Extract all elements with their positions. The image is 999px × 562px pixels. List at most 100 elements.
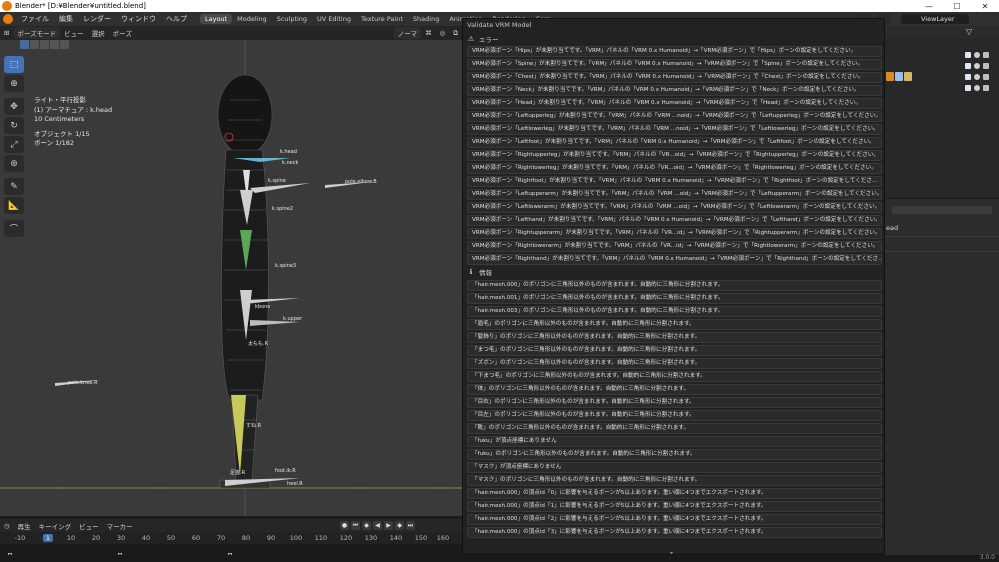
armature-icon[interactable] — [886, 72, 894, 81]
bone-label: k.neck — [282, 160, 298, 166]
cursor-tool-icon[interactable]: ⊕ — [4, 75, 24, 92]
pose-icon[interactable] — [895, 72, 903, 81]
select-mode-set-icon[interactable] — [20, 40, 29, 49]
select-mode-invert-icon[interactable] — [50, 40, 59, 49]
workspace-tab-texture-paint[interactable]: Texture Paint — [360, 15, 403, 23]
checkbox-icon[interactable] — [965, 63, 971, 69]
bone-icon[interactable] — [904, 72, 912, 81]
info-message-row: 「目右」のポリゴンに三角形以外のものが含まれます。自動的に三角形に分割されます。 — [467, 397, 882, 408]
bone-hip[interactable] — [245, 298, 300, 304]
info-message-row: 「fuku」が頂点座標にありません — [467, 436, 882, 447]
record-icon[interactable]: ● — [340, 521, 349, 530]
maximize-button[interactable]: ☐ — [953, 1, 961, 11]
menu-keying[interactable]: キーイング — [38, 522, 72, 531]
eye-icon[interactable] — [974, 52, 980, 58]
overlay-icon[interactable]: ⧉ — [453, 28, 458, 37]
prev-key-icon[interactable]: ◆ — [362, 521, 371, 530]
properties-search-field[interactable] — [892, 206, 992, 214]
menu-render[interactable]: レンダー — [83, 15, 111, 23]
outliner[interactable] — [885, 38, 999, 198]
blender-logo-icon — [2, 1, 12, 11]
checkbox-icon[interactable] — [965, 52, 971, 58]
bone-pole-knee[interactable] — [55, 380, 100, 386]
select-mode-intersect-icon[interactable] — [60, 40, 69, 49]
current-frame-indicator[interactable]: 1 — [42, 534, 54, 542]
bone-pole-elbow[interactable] — [325, 182, 370, 188]
bone-spine-green[interactable] — [240, 230, 252, 270]
close-button[interactable]: ✕ — [981, 1, 989, 11]
proportional-icon[interactable]: ◎ — [439, 29, 446, 37]
camera-icon[interactable] — [983, 63, 989, 69]
menu-playback[interactable]: 再生 — [17, 522, 31, 531]
bone-spine[interactable] — [240, 190, 253, 225]
next-key-icon[interactable]: ◆ — [395, 521, 404, 530]
window-titlebar: Blender* [D:¥Blender¥untitled.blend] — ☐… — [0, 0, 999, 12]
info-message-row: 「hair.mesh.000」の頂点id「1」に影響を与えるボーンが5以上ありま… — [467, 501, 882, 512]
eye-icon[interactable] — [974, 74, 980, 80]
menu-help[interactable]: ヘルプ — [166, 15, 187, 23]
filter-icon[interactable]: ▽ — [966, 27, 973, 36]
workspace-tab-uv-editing[interactable]: UV Editing — [317, 15, 351, 23]
roll-tool-icon[interactable]: ⌒ — [4, 220, 24, 237]
annotate-tool-icon[interactable]: ✎ — [4, 178, 24, 195]
eye-icon[interactable] — [974, 85, 980, 91]
camera-icon[interactable] — [983, 74, 989, 80]
jump-end-icon[interactable]: ⏭ — [406, 521, 415, 530]
validate-vrm-dialog[interactable]: Validate VRM Model ⚠ エラー ℹ 情報 ▾ VRM必須ボーン… — [462, 18, 885, 555]
view-layer-field[interactable]: ViewLayer — [901, 14, 969, 24]
menu-window[interactable]: ウィンドウ — [121, 15, 156, 23]
menu-pose[interactable]: ポーズ — [112, 30, 132, 38]
menu-view[interactable]: ビュー — [64, 30, 84, 38]
bone-neck[interactable] — [243, 170, 250, 200]
checkbox-icon[interactable] — [965, 74, 971, 80]
bone-arm[interactable] — [250, 183, 310, 193]
select-mode-subtract-icon[interactable] — [40, 40, 49, 49]
eye-icon[interactable] — [974, 63, 980, 69]
minimize-button[interactable]: — — [925, 1, 933, 11]
bone-label: k.head — [280, 149, 297, 155]
editor-type-icon[interactable]: ⊞ — [4, 29, 10, 37]
workspace-tab-layout[interactable]: Layout — [200, 14, 233, 24]
grid-scale: 10 Centimeters — [34, 115, 85, 123]
jump-start-icon[interactable]: ⏮ — [351, 521, 360, 530]
select-box-tool-icon[interactable]: ⬚ — [4, 56, 24, 73]
info-message-row: 「マスク」が頂点座標にありません — [467, 462, 882, 473]
play-reverse-icon[interactable]: ◀ — [373, 521, 382, 530]
camera-icon[interactable] — [983, 52, 989, 58]
transform-orientation-dropdown[interactable]: ノーマ — [393, 27, 422, 39]
workspace-tab-sculpting[interactable]: Sculpting — [276, 15, 308, 23]
menu-file[interactable]: ファイル — [21, 15, 49, 23]
snap-icon[interactable]: ⌘ — [425, 29, 432, 37]
workspace-tab-modeling[interactable]: Modeling — [237, 15, 267, 23]
select-mode-extend-icon[interactable] — [30, 40, 39, 49]
menu-select[interactable]: 選択 — [91, 30, 105, 38]
bone-lower-leg[interactable] — [231, 395, 246, 475]
measure-tool-icon[interactable]: 📐 — [4, 197, 24, 214]
workspace-tab-shading[interactable]: Shading — [412, 15, 440, 23]
rotate-tool-icon[interactable]: ↻ — [4, 117, 24, 134]
checkbox-icon[interactable] — [965, 85, 971, 91]
menu-timeline-view[interactable]: ビュー — [79, 522, 99, 531]
3d-viewport[interactable]: k.head k.neck pole.elbow.B k.spine k.spi… — [0, 40, 462, 516]
bone-label-group: k.head k.neck pole.elbow.B k.spine k.spi… — [68, 149, 377, 487]
bone-upper-side[interactable] — [250, 320, 300, 326]
outliner-row-visibility — [965, 52, 989, 58]
bone-foot[interactable] — [225, 478, 300, 486]
mode-dropdown[interactable]: ポーズモード — [13, 27, 61, 39]
timeline-editor-icon[interactable]: ◷ — [4, 521, 10, 530]
play-icon[interactable]: ▶ — [384, 521, 393, 530]
frame-tick: 20 — [91, 534, 101, 542]
menu-edit[interactable]: 編集 — [59, 15, 73, 23]
transform-tool-icon[interactable]: ⊛ — [4, 155, 24, 172]
scroll-down-icon[interactable]: ▾ — [670, 550, 674, 555]
window-title: Blender* [D:¥Blender¥untitled.blend] — [15, 2, 146, 10]
timeline-ruler[interactable]: -10 1 10 20 30 40 50 60 70 80 90 100 110… — [0, 532, 462, 544]
camera-icon[interactable] — [983, 85, 989, 91]
properties-editor[interactable] — [885, 198, 999, 555]
scale-tool-icon[interactable]: ⤢ — [4, 136, 24, 153]
blender-menu-icon[interactable] — [3, 14, 13, 24]
menu-marker[interactable]: マーカー — [106, 522, 133, 531]
window-controls: — ☐ ✕ — [915, 0, 999, 12]
bone-head-selected[interactable] — [233, 158, 290, 162]
move-tool-icon[interactable]: ✥ — [4, 98, 24, 115]
